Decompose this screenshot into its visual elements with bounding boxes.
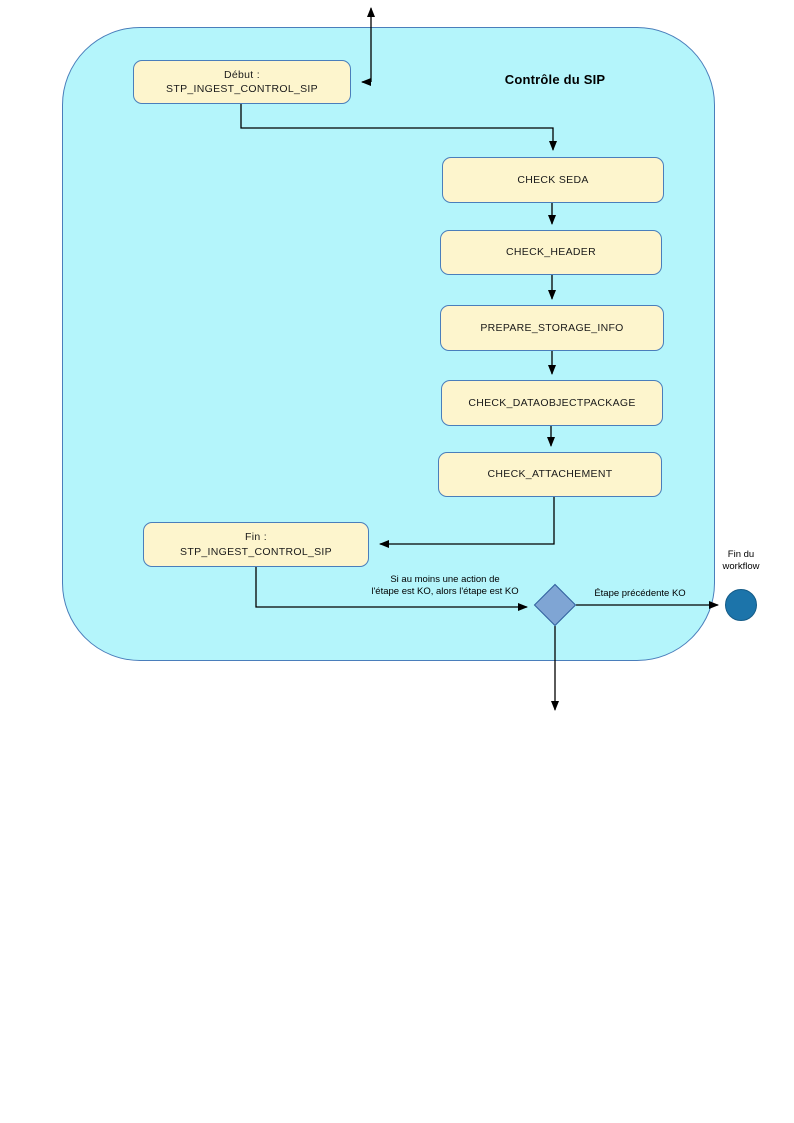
lane-title: Contrôle du SIP xyxy=(504,72,606,87)
task-check-seda[interactable]: CHECK SEDA xyxy=(442,157,664,203)
workflow-end-event[interactable] xyxy=(725,589,757,621)
edge-end-step-to-gateway xyxy=(255,567,528,611)
task-start-step-line2: STP_INGEST_CONTROL_SIP xyxy=(166,83,318,95)
task-prepare-storage-info[interactable]: PREPARE_STORAGE_INFO xyxy=(440,305,664,351)
task-end-step[interactable]: Fin : STP_INGEST_CONTROL_SIP xyxy=(143,522,369,567)
task-check-header[interactable]: CHECK_HEADER xyxy=(440,230,662,275)
task-start-step[interactable]: Début : STP_INGEST_CONTROL_SIP xyxy=(133,60,351,104)
edge-check-attachement-to-end-step xyxy=(379,497,555,548)
edge-start-to-check-seda xyxy=(240,104,557,151)
label-end-of-workflow: Fin du workflow xyxy=(722,549,760,573)
task-check-dataobjectpackage-label: CHECK_DATAOBJECTPACKAGE xyxy=(468,396,636,409)
task-check-attachement-label: CHECK_ATTACHEMENT xyxy=(487,468,613,481)
task-check-attachement[interactable]: CHECK_ATTACHEMENT xyxy=(438,452,662,497)
task-prepare-storage-info-label: PREPARE_STORAGE_INFO xyxy=(480,321,624,334)
task-check-seda-label: CHECK SEDA xyxy=(517,173,589,186)
edge-label-ko-condition: Si au moins une action de l'étape est KO… xyxy=(371,574,519,598)
edge-label-previous-step-ko: Étape précédente KO xyxy=(594,588,686,599)
task-start-step-line1: Début : xyxy=(224,68,260,81)
task-end-step-line2: STP_INGEST_CONTROL_SIP xyxy=(180,545,332,558)
task-check-header-label: CHECK_HEADER xyxy=(506,246,596,259)
task-end-step-line1: Fin : xyxy=(245,531,267,544)
task-check-dataobjectpackage[interactable]: CHECK_DATAOBJECTPACKAGE xyxy=(441,380,663,426)
